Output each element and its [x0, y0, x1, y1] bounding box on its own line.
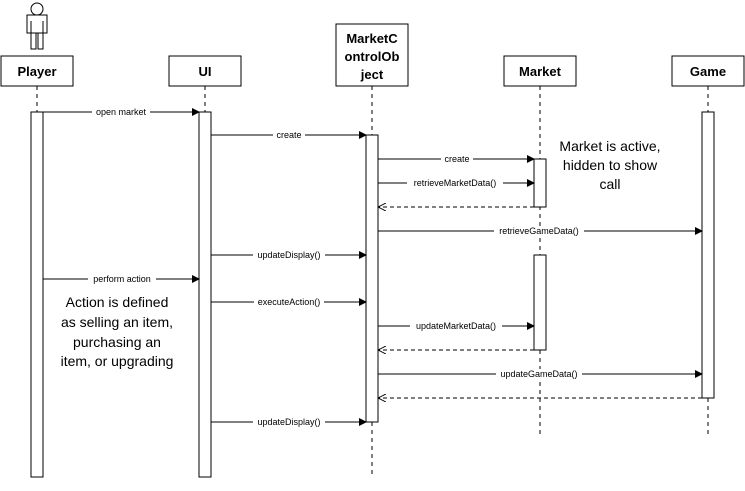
game-label: Game [690, 64, 726, 79]
create-mco-label: create [276, 130, 301, 140]
retrieve-game-data-label-group: retrieveGameData() [494, 226, 584, 236]
game-activation [701, 111, 715, 399]
ui-box: UI [168, 55, 242, 87]
market-activation-2 [533, 254, 547, 351]
market-activation-1 [533, 158, 547, 208]
update-market-data-label-group: updateMarketData() [410, 321, 502, 331]
market-active-note: Market is active, hidden to show call [559, 138, 660, 192]
player-activation [30, 111, 44, 478]
market-box: Market [503, 55, 577, 87]
mco-activation [365, 134, 379, 423]
action-defined-note-line3: purchasing an [73, 334, 161, 350]
market-active-note-line3: call [599, 176, 620, 192]
action-defined-note-line1: Action is defined [66, 294, 169, 310]
action-defined-note-line4: item, or upgrading [61, 353, 174, 369]
ui-label: UI [199, 64, 212, 79]
market-active-note-line1: Market is active, [559, 138, 660, 154]
update-display-1-label-group: updateDisplay() [253, 250, 325, 260]
mco-label-line3: ject [360, 67, 384, 82]
action-defined-note-line2: as selling an item, [61, 314, 173, 330]
retrieve-market-data-label-group: retrieveMarketData() [407, 178, 503, 188]
update-display-1-label: updateDisplay() [257, 250, 320, 260]
open-market-label: open market [96, 107, 147, 117]
update-display-2-label: updateDisplay() [257, 417, 320, 427]
action-defined-note: Action is defined as selling an item, pu… [61, 294, 174, 369]
create-mco-label-group: create [273, 130, 305, 140]
retrieve-market-data-label: retrieveMarketData() [414, 178, 497, 188]
execute-action-label: executeAction() [258, 297, 321, 307]
mco-label-line1: MarketC [346, 31, 398, 46]
update-game-data-label: updateGameData() [500, 369, 577, 379]
update-game-data-label-group: updateGameData() [496, 369, 582, 379]
mco-box: MarketC ontrolOb ject [335, 23, 409, 87]
market-label: Market [519, 64, 562, 79]
retrieve-game-data-label: retrieveGameData() [499, 226, 579, 236]
game-box: Game [671, 55, 745, 87]
create-market-label-group: create [441, 154, 473, 164]
open-market-label-group: open market [92, 107, 150, 117]
ui-activation [198, 111, 212, 478]
mco-label-line2: ontrolOb [345, 49, 400, 64]
execute-action-label-group: executeAction() [254, 297, 324, 307]
perform-action-label: perform action [93, 274, 151, 284]
market-active-note-line2: hidden to show [563, 157, 658, 173]
update-display-2-label-group: updateDisplay() [253, 417, 325, 427]
perform-action-label-group: perform action [88, 274, 156, 284]
player-actor-icon [26, 2, 48, 50]
player-label: Player [17, 64, 56, 79]
player-box: Player [0, 55, 74, 87]
update-market-data-label: updateMarketData() [416, 321, 496, 331]
create-market-label: create [444, 154, 469, 164]
